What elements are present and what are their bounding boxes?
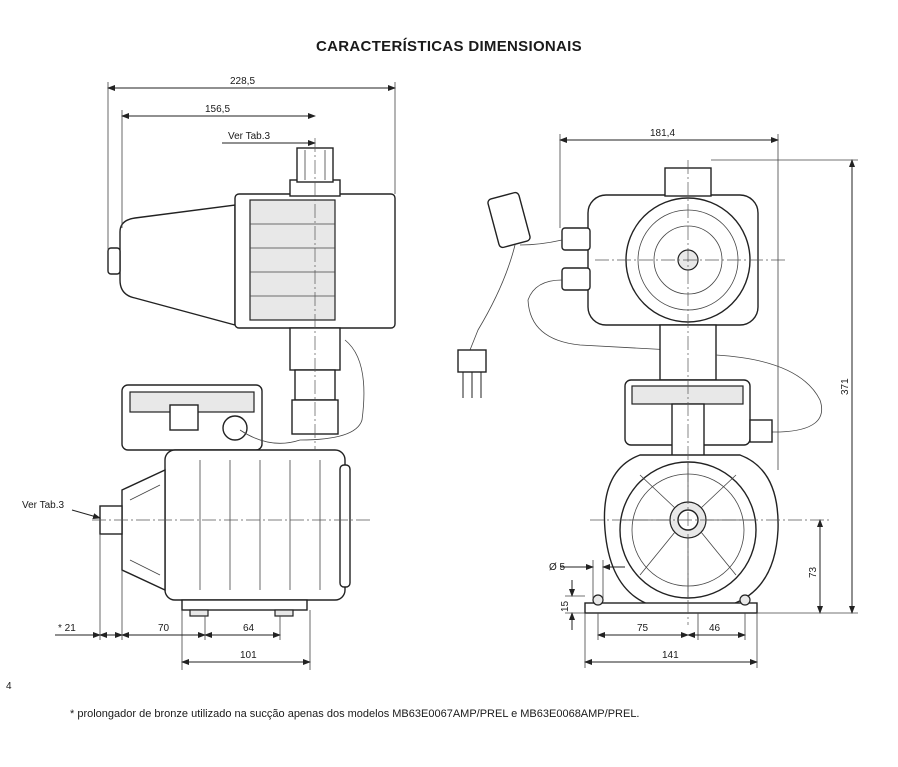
dim-hole: Ø 5 [549,562,566,573]
dim-141: 141 [662,650,679,661]
dim-70: 70 [158,623,170,634]
technical-drawing: 228,5 156,5 Ver Tab.3 Ver Tab.3 * 21 70 … [22,76,858,670]
motor-body [164,449,346,601]
side-view-dimensions: 228,5 156,5 Ver Tab.3 Ver Tab.3 * 21 70 … [22,76,396,670]
dim-46: 46 [709,623,721,634]
front-view [457,160,830,625]
dim-228: 228,5 [230,76,255,87]
cable-plug-housing [487,191,531,249]
footnote: * prolongador de bronze utilizado na suc… [70,708,640,720]
dim-181: 181,4 [650,128,675,139]
dim-156: 156,5 [205,104,230,115]
page-number: 4 [6,681,12,692]
page-title: CARACTERÍSTICAS DIMENSIONAIS [316,38,582,55]
pump-head [121,468,166,592]
dim-21: * 21 [58,623,76,634]
front-view-dimensions: 181,4 371 73 Ø 5 15 75 46 141 [549,128,858,668]
power-plug [457,349,487,373]
ref-side: Ver Tab.3 [22,500,65,511]
motor-base [181,599,308,611]
dim-371: 371 [840,378,851,395]
ref-top: Ver Tab.3 [228,131,271,142]
front-base [584,602,758,614]
controller-cap [119,204,236,326]
dim-73: 73 [808,566,819,578]
dim-64: 64 [243,623,255,634]
side-view [92,138,396,617]
dim-75: 75 [637,623,649,634]
dim-15: 15 [560,600,571,612]
dim-101: 101 [240,650,257,661]
